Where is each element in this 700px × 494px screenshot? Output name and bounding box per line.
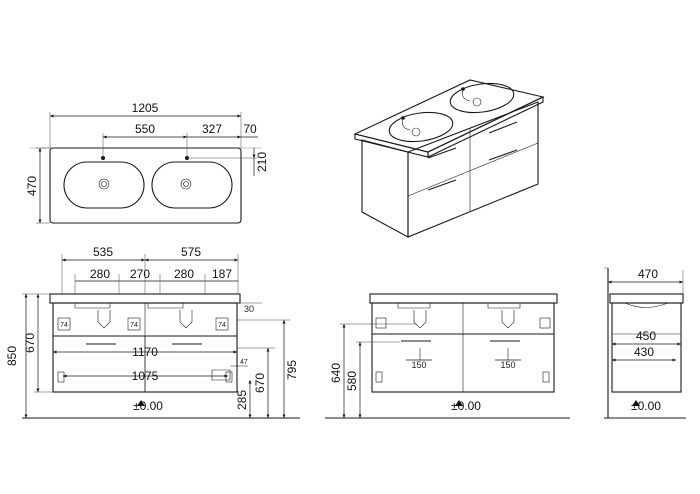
- top-basin-outline: [49, 147, 242, 224]
- dim-280-a: 280: [90, 267, 110, 281]
- dim-74-b: 74: [130, 322, 138, 329]
- left-bowl: [63, 161, 145, 209]
- dim-535: 535: [93, 245, 113, 259]
- floor-label-middle: ±0.00: [451, 399, 481, 413]
- dim-430: 430: [634, 345, 654, 359]
- side-countertop: [609, 293, 684, 304]
- dim-70: 70: [243, 122, 257, 136]
- side-view: 470 450 430 ±0.00: [604, 267, 686, 419]
- isometric-view: [353, 79, 545, 238]
- dim-210: 210: [255, 152, 269, 172]
- right-drain-icon: [180, 178, 192, 190]
- front-countertop: [49, 293, 241, 304]
- dim-150-a: 150: [411, 360, 426, 370]
- front-view: 74 74 74 535 575 280 270 280 187 30 1170…: [5, 245, 300, 419]
- dim-280-b: 280: [174, 267, 194, 281]
- dim-1205: 1205: [132, 101, 159, 115]
- dim-470-top: 470: [25, 176, 39, 196]
- dim-327: 327: [202, 122, 222, 136]
- dim-850: 850: [5, 346, 19, 366]
- dim-187: 187: [212, 267, 232, 281]
- dim-1170: 1170: [132, 345, 158, 359]
- dim-450: 450: [636, 329, 656, 343]
- dim-74-c: 74: [218, 322, 226, 329]
- left-drain-icon: [98, 178, 110, 190]
- floor-label-front: ±0.00: [133, 399, 163, 413]
- top-view: 1205 550 327 70 470 210: [25, 101, 269, 224]
- middle-countertop: [369, 293, 558, 304]
- iso-bowl-left: [388, 111, 454, 143]
- dim-47: 47: [240, 359, 248, 366]
- side-cabinet: [611, 302, 682, 393]
- dim-30: 30: [244, 304, 254, 314]
- dim-670-right: 670: [253, 373, 267, 393]
- dim-150-b: 150: [500, 360, 515, 370]
- dim-285: 285: [235, 390, 249, 410]
- floor-label-side: ±0.00: [631, 399, 661, 413]
- dim-575: 575: [181, 245, 201, 259]
- dim-270: 270: [130, 267, 150, 281]
- dim-74-a: 74: [60, 322, 68, 329]
- dim-640: 640: [329, 363, 343, 383]
- dim-1075: 1075: [132, 369, 159, 383]
- iso-cabinet-front: [407, 101, 539, 238]
- dim-670-left: 670: [23, 333, 37, 353]
- iso-bowl-right: [449, 82, 515, 114]
- dim-580: 580: [345, 371, 359, 391]
- middle-view: 150 150 640 580 ±0.00: [325, 293, 570, 419]
- dim-470-side: 470: [638, 267, 658, 281]
- right-bowl: [151, 161, 233, 209]
- dim-550: 550: [135, 122, 155, 136]
- dim-795: 795: [285, 360, 299, 380]
- iso-cabinet-side: [361, 139, 409, 238]
